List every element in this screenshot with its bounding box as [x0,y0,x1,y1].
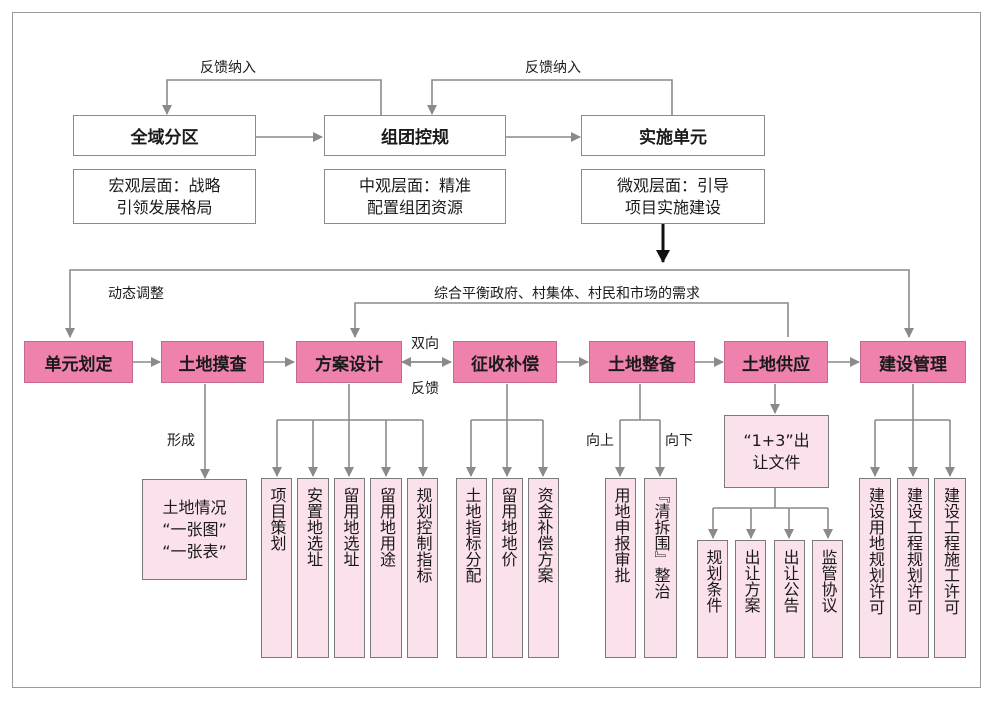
output-text: 资金补偿方案 [534,487,554,583]
plan-output-4: 留用地用途 [370,478,402,658]
output-text: 建设工程规划许可 [904,487,923,615]
stage-label: 建设管理 [879,354,947,375]
group-plan-box: 组团控规 [324,115,506,156]
plan-output-3: 留用地选址 [334,478,365,658]
desc-line: 配置组团资源 [366,197,463,217]
diagram-frame [12,12,981,688]
group-plan-box-label: 组团控规 [381,128,449,148]
stage-land-supply: 土地供应 [724,341,828,383]
output-text: 留用地选址 [340,487,360,567]
stage-unit-define: 单元划定 [24,341,133,383]
micro-desc: 微观层面：引导 项目实施建设 [581,169,765,224]
feedback-label-1: 反馈纳入 [200,60,256,76]
stage-label: 方案设计 [315,354,383,375]
output-text: 规划条件 [703,549,723,613]
plan-output-2: 安置地选址 [297,478,329,658]
supply-docs-box: “1+3”出 让文件 [724,415,829,488]
stage-label: 土地摸查 [178,354,247,375]
output-line: “一张图” [162,519,227,539]
unit-box-label: 实施单元 [639,128,707,148]
build-output-1: 建设用地规划许可 [859,478,891,658]
supply-output-2: 出让方案 [735,540,766,658]
output-line: 土地情况 [162,497,227,517]
output-text: 安置地选址 [304,487,323,567]
meso-desc: 中观层面：精准 配置组团资源 [324,169,506,224]
plan-output-5: 规划控制指标 [407,478,438,658]
unit-box: 实施单元 [581,115,765,156]
feedback-label-3: 反馈 [411,381,439,397]
form-label: 形成 [167,433,195,449]
stage-plan-design: 方案设计 [296,341,402,383]
stage-compensation: 征收补偿 [453,341,557,383]
desc-line: 微观层面：引导 [616,175,729,195]
output-text: 规划控制指标 [413,487,433,583]
build-output-2: 建设工程规划许可 [897,478,929,658]
stage-label: 征收补偿 [471,354,539,375]
plan-output-1: 项目策划 [261,478,292,658]
output-text: 留用地用途 [377,487,396,567]
supply-output-3: 出让公告 [774,540,805,658]
feedback-label-2: 反馈纳入 [525,60,581,76]
down-label: 向下 [665,433,693,449]
desc-line: 中观层面：精准 [358,175,471,195]
output-text: 监管协议 [818,549,838,613]
prep-output-2: 『清拆围』整治 [644,478,677,658]
zone-box-label: 全域分区 [130,128,199,148]
prep-output-1: 用地申报审批 [605,478,636,658]
stage-label: 土地供应 [742,354,810,375]
desc-line: 宏观层面：战略 [108,175,221,195]
output-text: 用地申报审批 [611,487,631,583]
stage-land-preparation: 土地整备 [589,341,695,383]
stage-construction: 建设管理 [860,341,966,383]
comp-output-1: 土地指标分配 [456,478,487,658]
output-line: 让文件 [752,452,801,472]
comp-output-2: 留用地地价 [492,478,523,658]
stage-label: 单元划定 [44,354,113,375]
stage-land-survey: 土地摸查 [161,341,264,383]
output-text: 建设用地规划许可 [866,487,885,615]
output-text: 留用地地价 [498,487,518,567]
output-text: 『清拆围』整治 [651,487,671,599]
output-text: 出让方案 [741,549,761,613]
supply-output-4: 监管协议 [812,540,843,658]
demand-label: 综合平衡政府、村集体、村民和市场的需求 [434,286,700,302]
output-text: 出让公告 [780,549,800,613]
comp-output-3: 资金补偿方案 [528,478,559,658]
desc-line: 引领发展格局 [116,197,213,217]
build-output-3: 建设工程施工许可 [934,478,966,658]
stage-label: 土地整备 [608,354,676,375]
dynamic-adjust-label: 动态调整 [108,286,164,302]
zone-box: 全域分区 [73,115,256,156]
desc-line: 项目实施建设 [624,197,721,217]
two-way-label: 双向 [411,336,439,352]
supply-output-1: 规划条件 [697,540,728,658]
land-survey-output: 土地情况 “一张图” “一张表” [142,479,247,580]
up-label: 向上 [586,433,614,449]
output-text: 建设工程施工许可 [941,487,960,615]
output-text: 项目策划 [267,487,287,551]
output-line: “1+3”出 [743,430,810,450]
output-text: 土地指标分配 [462,487,482,583]
macro-desc: 宏观层面：战略 引领发展格局 [73,169,256,224]
output-line: “一张表” [162,541,227,561]
